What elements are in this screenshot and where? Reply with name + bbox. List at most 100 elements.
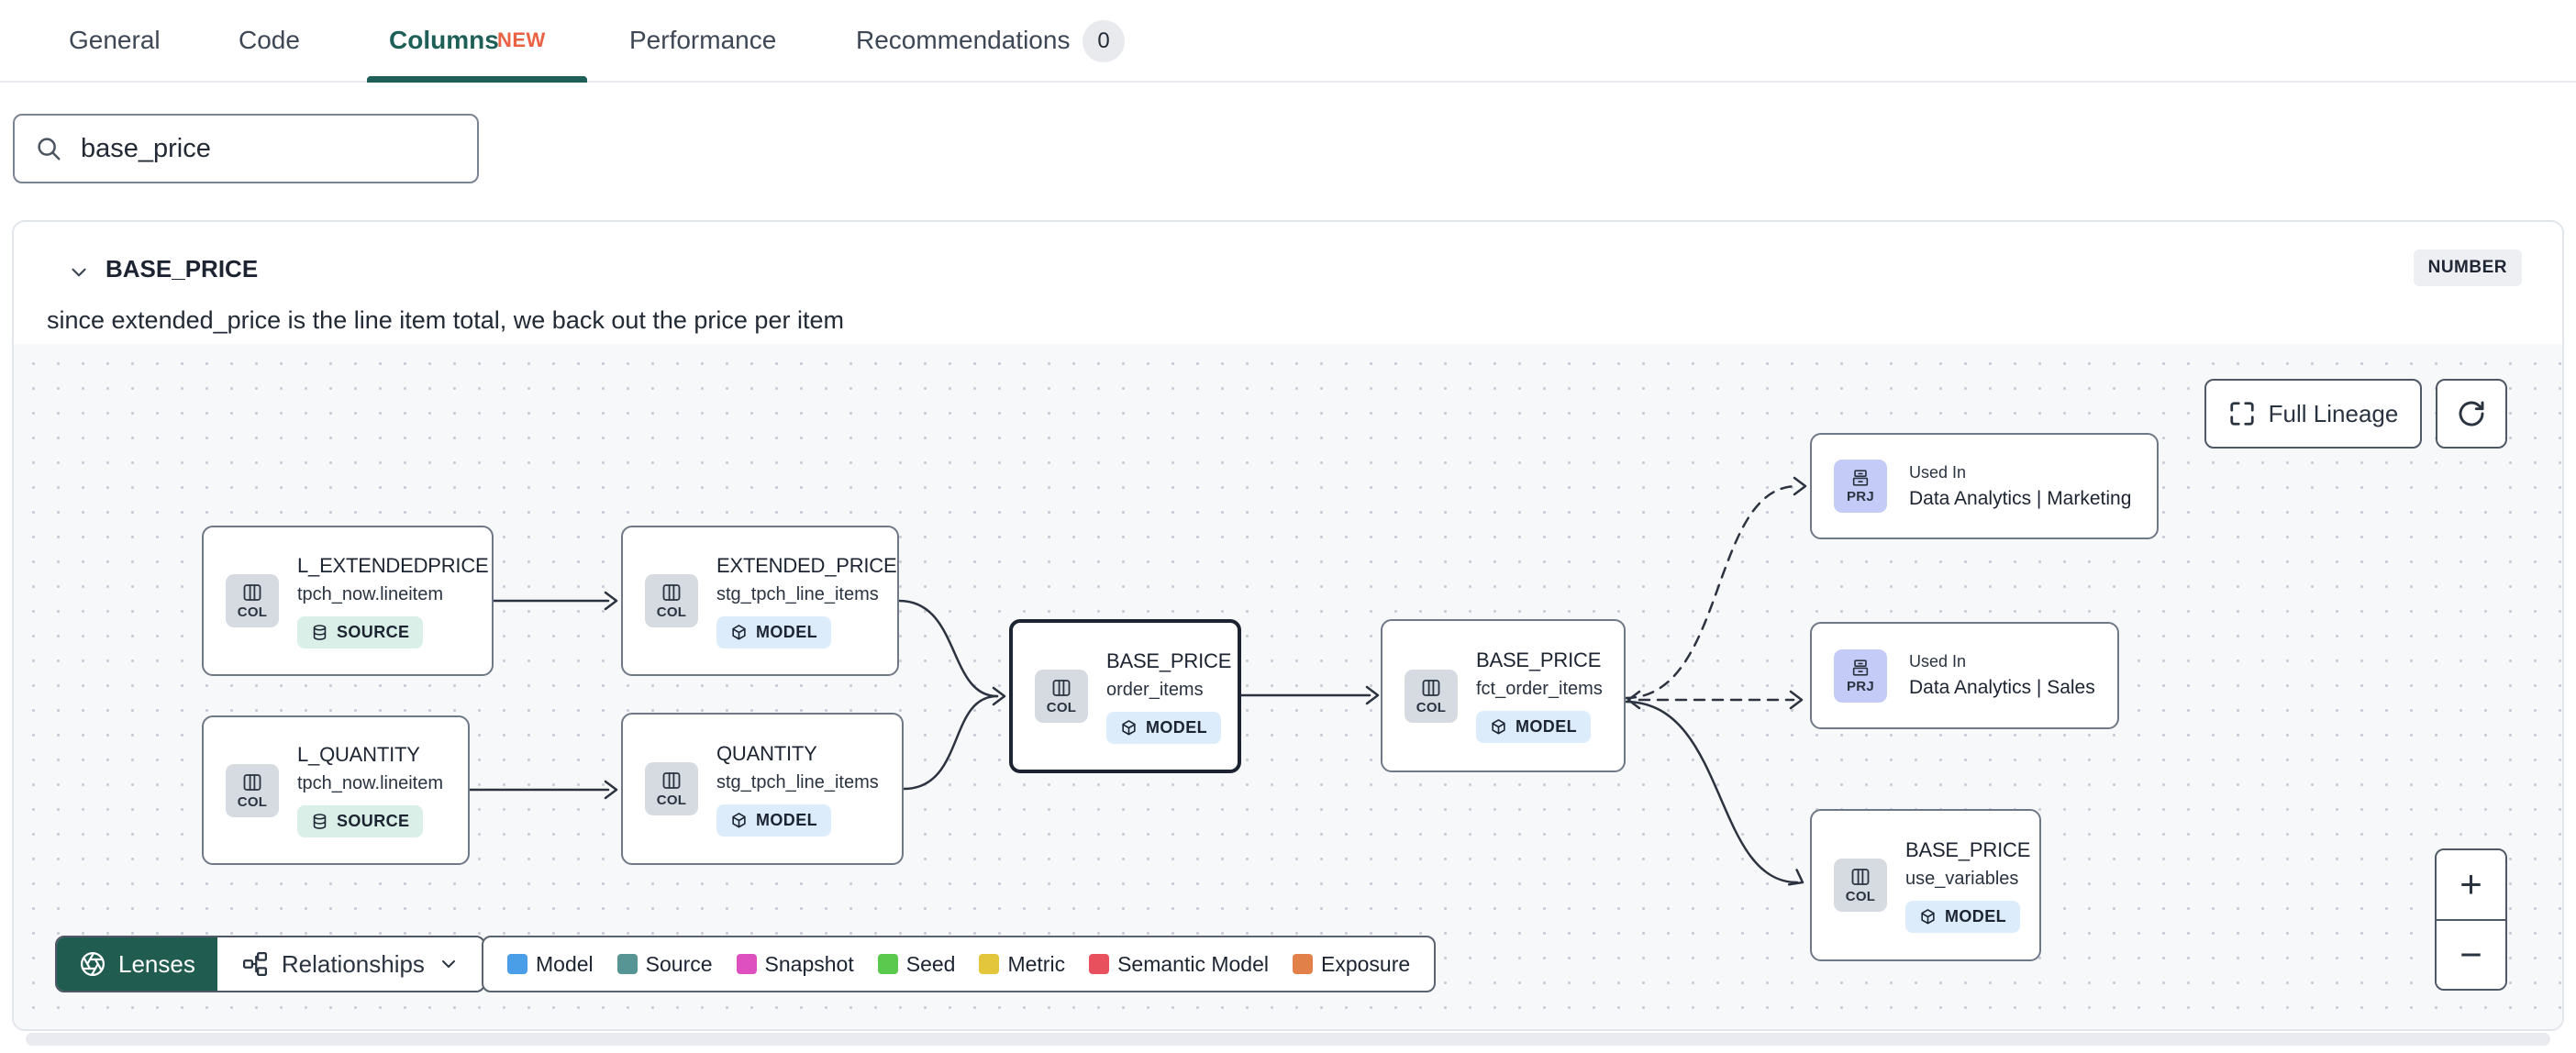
arrowhead-icon: [1627, 690, 1641, 710]
columns-icon: [662, 772, 681, 789]
node-subtitle: use_variables: [1905, 868, 2019, 889]
arrowhead-icon: [1787, 869, 1804, 886]
node-subtitle: fct_order_items: [1476, 679, 1603, 699]
column-kind-box: COL: [645, 574, 698, 627]
search-input[interactable]: [81, 133, 457, 164]
kind-label: COL: [237, 793, 268, 810]
lens-controls: Lenses Relationships: [55, 936, 485, 992]
column-name: BASE_PRICE: [105, 255, 259, 283]
column-search[interactable]: [13, 114, 479, 183]
resource-type-badge: MODEL: [1905, 900, 2020, 933]
expand-icon: [2230, 402, 2254, 426]
arrowhead-icon: [604, 591, 618, 611]
legend-item-snapshot: Snapshot: [736, 952, 854, 977]
kind-label: COL: [1416, 699, 1447, 715]
lineage-node-l-quantity[interactable]: COL L_QUANTITY tpch_now.lineitem SOURCE: [202, 715, 470, 865]
zoom-controls: + −: [2435, 848, 2507, 991]
node-subtitle: tpch_now.lineitem: [297, 583, 443, 604]
source-swatch: [616, 954, 638, 974]
columns-icon: [243, 584, 261, 601]
column-panel: BASE_PRICE NUMBER since extended_price i…: [12, 220, 2564, 1031]
lineage-node-base-price-order-items[interactable]: COL BASE_PRICE order_items MODEL: [1009, 619, 1241, 773]
lineage-node-base-price-fct-order-items[interactable]: COL BASE_PRICE fct_order_items MODEL: [1381, 619, 1626, 772]
resource-type-badge: MODEL: [716, 804, 831, 837]
node-title: QUANTITY: [716, 741, 817, 765]
zoom-in-button[interactable]: +: [2437, 850, 2505, 919]
database-icon: [313, 814, 327, 829]
legend-item-metric: Metric: [979, 952, 1065, 977]
lenses-button[interactable]: Lenses: [57, 937, 217, 991]
horizontal-scrollbar[interactable]: [26, 1033, 2550, 1046]
exposure-swatch: [1293, 954, 1313, 974]
node-title: BASE_PRICE: [1476, 648, 1602, 671]
resource-type-badge: MODEL: [1476, 711, 1591, 743]
kind-label: PRJ: [1846, 678, 1875, 694]
tab-columns[interactable]: Columns: [389, 26, 499, 54]
kind-label: COL: [1046, 700, 1077, 715]
lineage-node-base-price-use-variables[interactable]: COL BASE_PRICE use_variables MODEL: [1810, 809, 2041, 961]
lineage-node-quantity[interactable]: COL QUANTITY stg_tpch_line_items MODEL: [621, 713, 904, 865]
cube-icon: [732, 812, 746, 827]
used-in-label: Used In: [1909, 652, 1967, 671]
edge-extendedprice-baseprice: [897, 599, 999, 698]
arrowhead-icon: [1793, 476, 1807, 496]
node-title: BASE_PRICE: [1106, 648, 1232, 672]
node-title: BASE_PRICE: [1905, 837, 2031, 861]
column-kind-box: COL: [226, 763, 279, 817]
tab-performance[interactable]: Performance: [629, 26, 777, 54]
lineage-edges: [468, 476, 1807, 886]
tab-bar: General Code Columns NEW Performance Rec…: [0, 0, 2576, 83]
zoom-divider: [2437, 918, 2505, 921]
legend-item-model: Model: [507, 952, 594, 977]
resource-type-badge: MODEL: [716, 615, 831, 648]
new-badge: NEW: [497, 28, 546, 51]
columns-icon: [1052, 680, 1071, 696]
column-kind-box: COL: [1035, 670, 1088, 723]
cube-icon: [1492, 719, 1505, 735]
column-description: since extended_price is the line item to…: [47, 306, 844, 334]
lineage-node-extended-price[interactable]: COL EXTENDED_PRICE stg_tpch_line_items M…: [621, 526, 899, 676]
node-subtitle: stg_tpch_line_items: [716, 583, 879, 604]
lineage-node-used-in-sales[interactable]: PRJ Used In Data Analytics | Sales: [1810, 622, 2119, 729]
lineage-graph-canvas[interactable]: COL L_EXTENDEDPRICE tpch_now.lineitem SO…: [14, 344, 2562, 1029]
tab-recommendations[interactable]: Recommendations: [856, 26, 1071, 54]
arrowhead-icon: [1789, 690, 1804, 710]
aperture-icon: [81, 952, 105, 976]
arrowhead-icon: [604, 780, 618, 800]
chevron-down-icon[interactable]: [67, 260, 91, 284]
project-kind-box: PRJ: [1834, 460, 1887, 513]
project-kind-box: PRJ: [1834, 648, 1887, 703]
semantic-model-swatch: [1089, 954, 1110, 974]
full-lineage-button[interactable]: Full Lineage: [2204, 379, 2422, 449]
relationships-dropdown[interactable]: Relationships: [217, 937, 483, 991]
resource-type-badge: SOURCE: [297, 805, 424, 837]
column-kind-box: COL: [1834, 859, 1887, 912]
database-icon: [313, 624, 327, 640]
resource-type-badge: MODEL: [1106, 711, 1221, 744]
search-icon: [38, 138, 61, 161]
tab-general[interactable]: General: [69, 26, 161, 54]
lineage-node-used-in-marketing[interactable]: PRJ Used In Data Analytics | Marketing: [1810, 433, 2159, 539]
node-subtitle: order_items: [1106, 679, 1204, 700]
refresh-icon: [2459, 401, 2484, 427]
kind-label: COL: [1845, 889, 1876, 904]
column-kind-box: COL: [645, 762, 698, 815]
column-kind-box: COL: [226, 574, 279, 627]
refresh-button[interactable]: [2436, 379, 2507, 449]
recommendations-count-badge: 0: [1083, 20, 1125, 62]
model-swatch: [507, 954, 527, 974]
tabbar-divider: [0, 81, 2576, 83]
node-title: L_EXTENDEDPRICE: [297, 553, 489, 577]
legend-item-exposure: Exposure: [1293, 952, 1410, 977]
node-title: Data Analytics | Marketing: [1909, 487, 2132, 509]
columns-icon: [1422, 679, 1440, 696]
active-tab-underline: [367, 76, 587, 83]
columns-icon: [662, 584, 681, 601]
lineage-node-l-extendedprice[interactable]: COL L_EXTENDEDPRICE tpch_now.lineitem SO…: [202, 526, 494, 676]
column-kind-box: COL: [1405, 669, 1458, 723]
tab-code[interactable]: Code: [239, 26, 300, 54]
resource-type-badge: SOURCE: [297, 615, 424, 648]
chevron-down-icon: [441, 960, 455, 968]
legend-item-source: Source: [616, 952, 713, 977]
zoom-out-button[interactable]: −: [2437, 920, 2505, 989]
